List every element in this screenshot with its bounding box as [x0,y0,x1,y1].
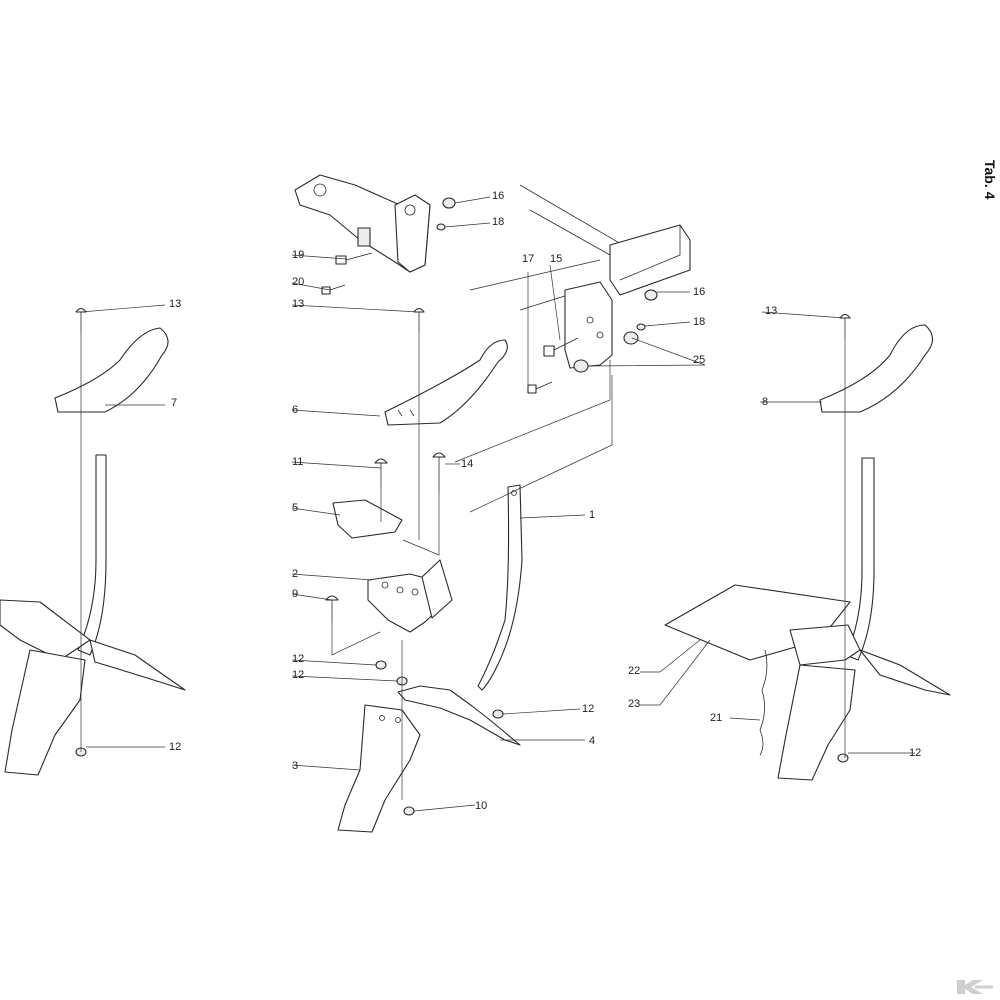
callout-23: 23 [628,698,640,710]
callout-15: 15 [550,253,562,265]
callout-12-center-a: 12 [292,653,304,665]
mounting-bracket [294,174,431,273]
callout-18-right: 18 [693,316,705,328]
right-assembly [664,324,951,781]
callout-25: 25 [693,354,705,366]
callout-13-center: 13 [292,298,304,310]
callout-20: 20 [292,276,304,288]
callout-16-right: 16 [693,286,705,298]
frame-beam [469,184,691,369]
callout-12-tine: 12 [582,703,594,715]
callout-10: 10 [475,800,487,812]
callout-16-top: 16 [492,190,504,202]
callout-1: 1 [589,509,595,521]
k-brand-logo-icon [957,980,993,994]
callout-19: 19 [292,249,304,261]
callout-6: 6 [292,404,298,416]
callout-21: 21 [710,712,722,724]
callout-11: 11 [292,456,303,468]
center-assembly [332,339,523,833]
left-assembly [0,327,186,776]
callout-3: 3 [292,760,298,772]
callout-22: 22 [628,665,640,677]
callout-12-right: 12 [909,747,921,759]
leader-lines [80,196,915,812]
callout-5: 5 [292,502,298,514]
callout-13-right: 13 [765,305,777,317]
hardware [75,197,851,816]
callout-numbers: 1 2 3 4 5 6 7 8 9 10 11 12 12 12 12 12 1… [169,190,921,812]
callout-18-top: 18 [492,216,504,228]
callout-7: 7 [171,397,177,409]
callout-8: 8 [762,396,768,408]
callout-2: 2 [292,568,298,580]
callout-12-left: 12 [169,741,181,753]
callout-4: 4 [589,735,595,747]
callout-14: 14 [461,458,473,470]
sheet-tab-label: Tab. 4 [982,160,998,200]
callout-12-center-b: 12 [292,669,304,681]
callout-9: 9 [292,588,298,600]
callout-13-left: 13 [169,298,181,310]
callout-17: 17 [522,253,534,265]
